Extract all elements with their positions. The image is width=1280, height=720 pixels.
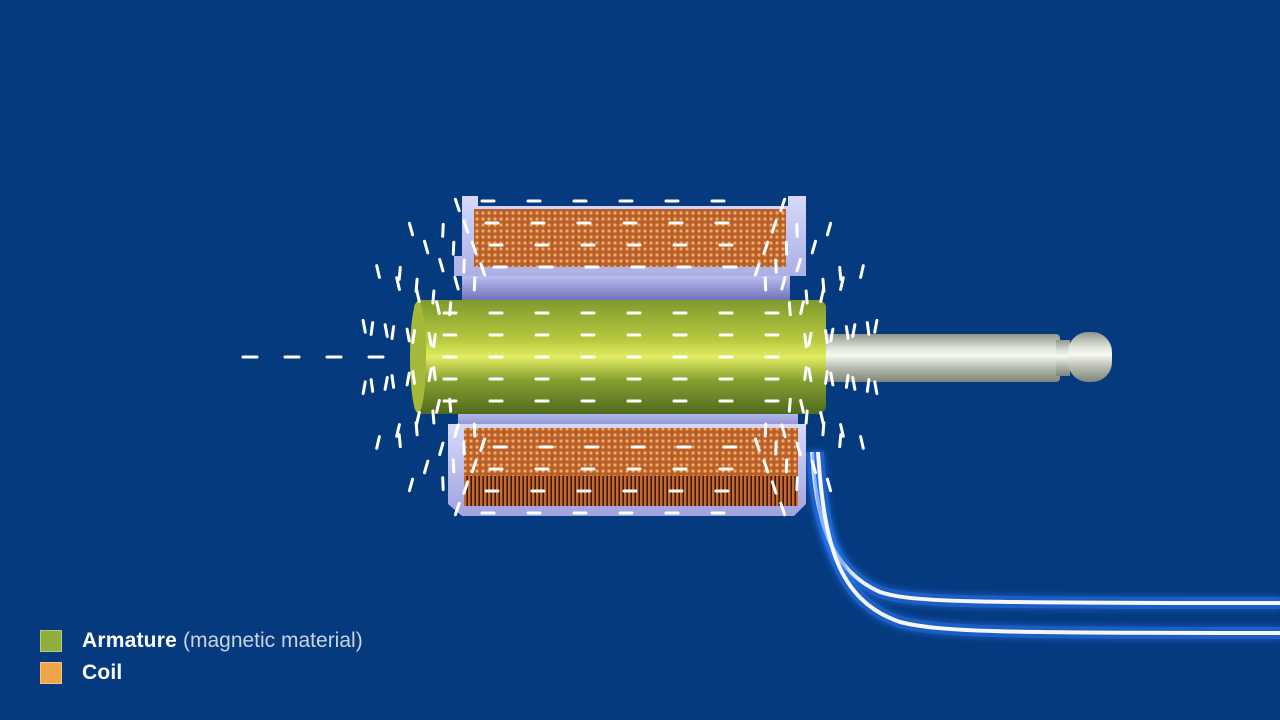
legend-label: Armature <box>82 629 177 652</box>
armature <box>410 300 826 414</box>
legend-label: Coil <box>82 661 123 684</box>
legend-sublabel: (magnetic material) <box>182 629 363 652</box>
plunger-shaft <box>820 332 1112 382</box>
coil-top <box>474 209 786 267</box>
legend: Armature (magnetic material) Coil <box>40 625 363 689</box>
legend-item-coil: Coil <box>40 657 363 689</box>
coil-swatch <box>40 662 62 684</box>
coil-bottom <box>464 428 798 506</box>
legend-item-armature: Armature (magnetic material) <box>40 625 363 657</box>
lead-wires <box>806 451 1280 639</box>
armature-swatch <box>40 630 62 652</box>
magnetic-field-lines <box>241 197 879 517</box>
